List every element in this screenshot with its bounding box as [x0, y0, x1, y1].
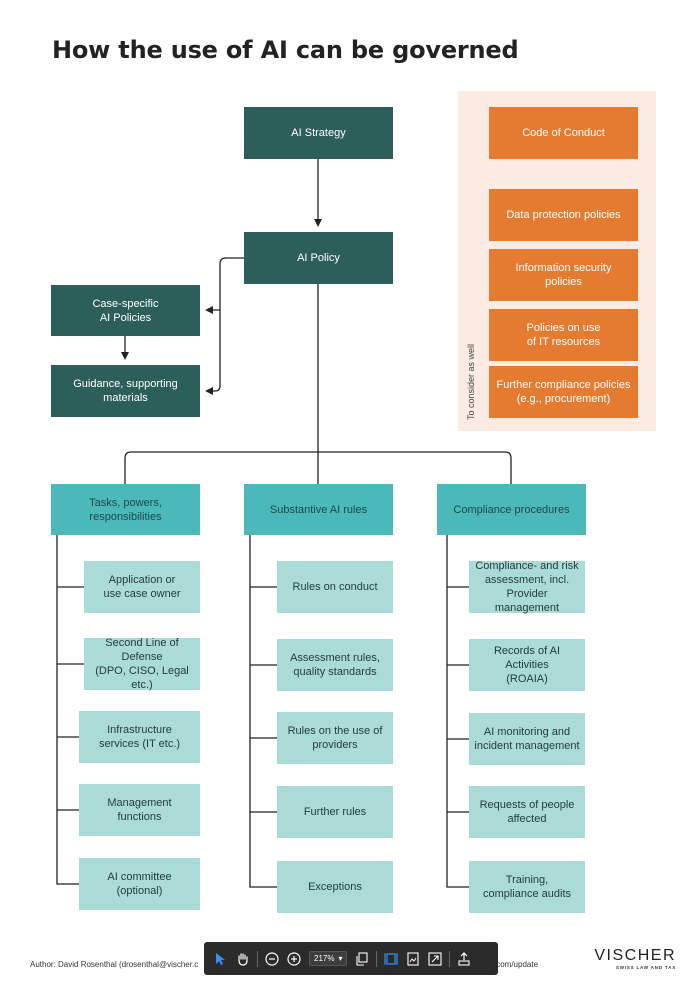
tasks-item: Infrastructure services (IT etc.): [79, 711, 200, 763]
fullscreen-icon[interactable]: [424, 948, 446, 970]
consider-item: Policies on use of IT resources: [489, 309, 638, 361]
fit-icon[interactable]: [380, 948, 402, 970]
ai-policy-box: AI Policy: [244, 232, 393, 284]
consider-item: Further compliance policies (e.g., procu…: [489, 366, 638, 418]
toolbar-divider: [257, 950, 258, 967]
rules-item: Further rules: [277, 786, 393, 838]
copy-icon[interactable]: [351, 948, 373, 970]
procedures-item: Requests of people affected: [469, 786, 585, 838]
pointer-icon[interactable]: [210, 948, 232, 970]
author-credit: Author: David Rosenthal (drosenthal@visc…: [30, 960, 199, 969]
zoom-select[interactable]: 217% ▾: [309, 951, 348, 966]
consider-label: To consider as well: [466, 343, 476, 420]
rules-item: Assessment rules, quality standards: [277, 639, 393, 691]
column-header-tasks: Tasks, powers, responsibilities: [51, 484, 200, 535]
image-icon[interactable]: [402, 948, 424, 970]
consider-item: Information security policies: [489, 249, 638, 301]
logo-subtitle: SWISS LAW AND TAX: [615, 965, 676, 970]
ai-strategy-box: AI Strategy: [244, 107, 393, 159]
consider-item: Data protection policies: [489, 189, 638, 241]
procedures-item: AI monitoring and incident management: [469, 713, 585, 765]
rules-item: Exceptions: [277, 861, 393, 913]
tasks-item: Application or use case owner: [84, 561, 200, 613]
consider-item: Code of Conduct: [489, 107, 638, 159]
zoom-level: 217%: [314, 954, 335, 963]
tasks-item: AI committee (optional): [79, 858, 200, 910]
viewer-toolbar: 217% ▾: [204, 942, 498, 975]
zoom-in-icon[interactable]: [283, 948, 305, 970]
procedures-item: Compliance- and risk assessment, incl. P…: [469, 560, 585, 614]
procedures-item: Records of AI Activities (ROAIA): [469, 639, 585, 691]
tasks-item: Management functions: [79, 784, 200, 836]
toolbar-divider: [449, 950, 451, 967]
vischer-logo: VISCHER SWISS LAW AND TAX: [594, 947, 676, 970]
rules-item: Rules on the use of providers: [277, 712, 393, 764]
procedures-item: Training, compliance audits: [469, 861, 585, 913]
toolbar-divider: [376, 950, 378, 967]
column-header-rules: Substantive AI rules: [244, 484, 393, 535]
hand-icon[interactable]: [232, 948, 254, 970]
page-title: How the use of AI can be governed: [52, 36, 519, 64]
guidance-box: Guidance, supporting materials: [51, 365, 200, 417]
logo-name: VISCHER: [594, 947, 676, 964]
zoom-out-icon[interactable]: [261, 948, 283, 970]
rules-item: Rules on conduct: [277, 561, 393, 613]
column-header-procedures: Compliance procedures: [437, 484, 586, 535]
tasks-item: Second Line of Defense (DPO, CISO, Legal…: [84, 637, 200, 691]
upload-icon[interactable]: [453, 948, 475, 970]
case-specific-policies-box: Case-specific AI Policies: [51, 285, 200, 336]
chevron-down-icon: ▾: [338, 954, 343, 963]
footer-url: .com/update: [494, 960, 539, 969]
